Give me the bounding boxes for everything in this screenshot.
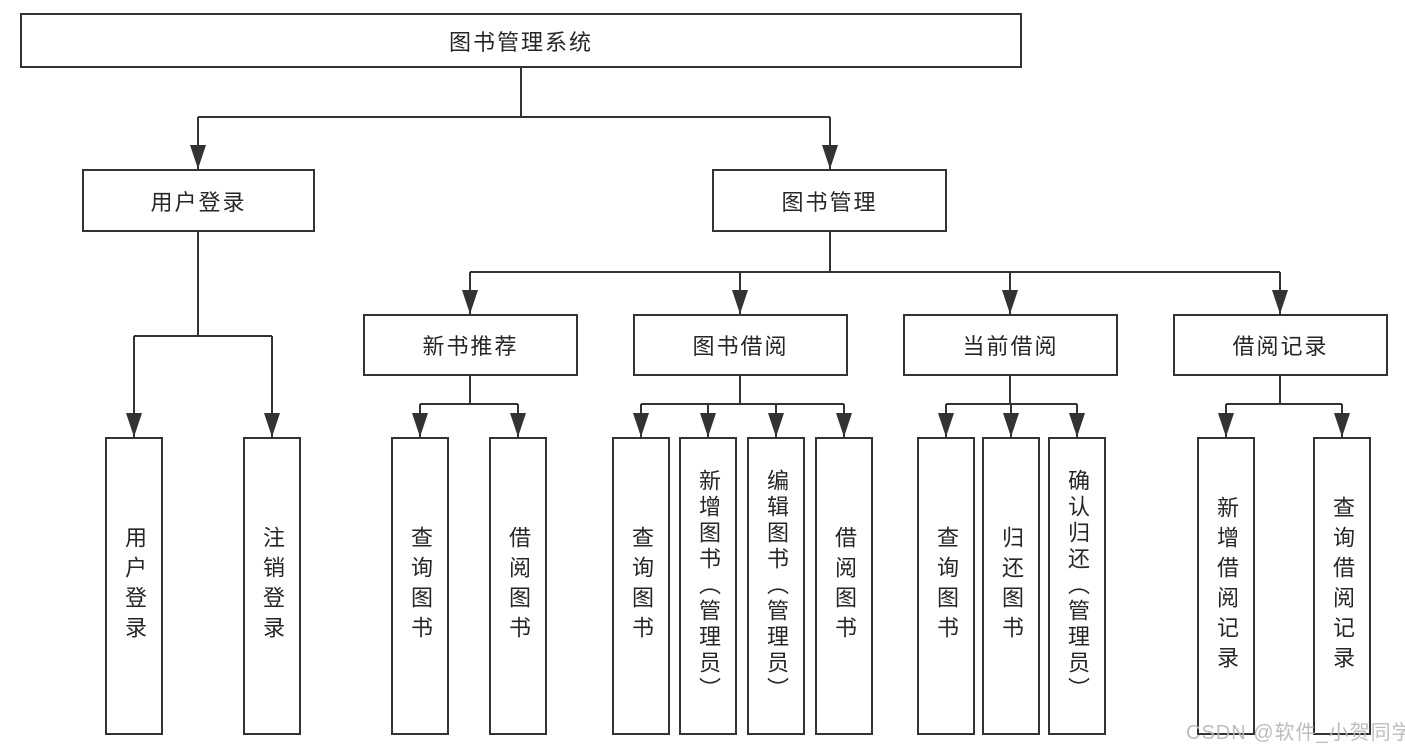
node-root-system: 图书管理系统 — [20, 13, 1022, 68]
node-logout-leaf: 注销登录 — [243, 437, 301, 735]
csdn-watermark: CSDN @软件_小贺同学 — [1186, 722, 1405, 744]
node-user-login-leaf: 用户登录 — [105, 437, 163, 735]
node-user-login-branch: 用户登录 — [82, 169, 315, 232]
node-query-books-recommend: 查询图书 — [391, 437, 449, 735]
node-book-management-branch: 图书管理 — [712, 169, 947, 232]
node-confirm-return-admin: 确认归还（管理员） — [1048, 437, 1106, 735]
node-borrow-books-leaf: 借阅图书 — [815, 437, 873, 735]
node-current-borrowing: 当前借阅 — [903, 314, 1118, 376]
node-query-books-current: 查询图书 — [917, 437, 975, 735]
node-add-borrow-record: 新增借阅记录 — [1197, 437, 1255, 735]
node-new-book-recommend: 新书推荐 — [363, 314, 578, 376]
node-return-books: 归还图书 — [982, 437, 1040, 735]
node-borrow-books-recommend: 借阅图书 — [489, 437, 547, 735]
node-edit-books-admin: 编辑图书（管理员） — [747, 437, 805, 735]
node-borrowing-records: 借阅记录 — [1173, 314, 1388, 376]
node-book-borrowing: 图书借阅 — [633, 314, 848, 376]
node-query-borrow-record: 查询借阅记录 — [1313, 437, 1371, 735]
node-query-books-borrowing: 查询图书 — [612, 437, 670, 735]
node-add-books-admin: 新增图书（管理员） — [679, 437, 737, 735]
